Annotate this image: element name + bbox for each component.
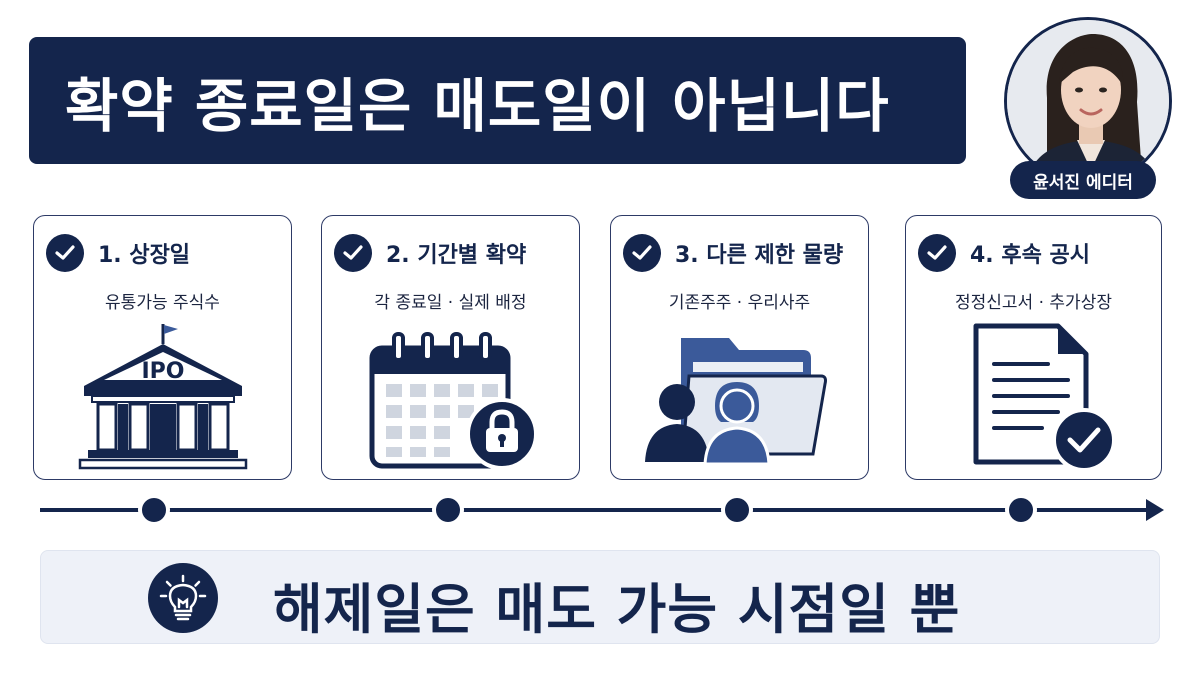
timeline-dot	[432, 494, 464, 526]
editor-profile: 윤서진 에디터	[1004, 17, 1172, 199]
avatar	[1004, 17, 1172, 185]
card-subtitle: 정정신고서 · 추가상장	[955, 293, 1112, 313]
card-subtitle: 유통가능 주식수	[105, 293, 220, 313]
check-icon	[334, 234, 372, 272]
card-title: 1. 상장일	[98, 243, 191, 268]
editor-name-badge: 윤서진 에디터	[1010, 161, 1156, 199]
check-icon	[46, 234, 84, 272]
conclusion-panel: 해제일은 매도 가능 시점일 뿐	[40, 550, 1160, 644]
card-title: 4. 후속 공시	[970, 243, 1090, 268]
arrow-right-icon	[1146, 499, 1164, 521]
lightbulb-icon	[148, 563, 218, 633]
timeline	[40, 494, 1164, 526]
ipo-building-icon: IPO	[78, 322, 248, 476]
page-title: 확약 종료일은 매도일이 아닙니다	[65, 71, 890, 140]
document-check-icon	[970, 322, 1120, 476]
card-header: 3. 다른 제한 물량	[623, 234, 843, 272]
check-icon	[623, 234, 661, 272]
timeline-dot	[1005, 494, 1037, 526]
card-header: 4. 후속 공시	[918, 234, 1090, 272]
card-title: 2. 기간별 확약	[386, 243, 527, 268]
card-subtitle: 각 종료일 · 실제 배정	[374, 293, 527, 313]
step-card-other-restricted: 3. 다른 제한 물량 기존주주 · 우리사주	[610, 215, 869, 480]
check-icon	[918, 234, 956, 272]
timeline-dot	[138, 494, 170, 526]
timeline-dot	[721, 494, 753, 526]
card-header: 1. 상장일	[46, 234, 190, 272]
title-banner: 확약 종료일은 매도일이 아닙니다	[29, 37, 966, 164]
timeline-line	[40, 508, 1150, 512]
calendar-lock-icon	[366, 328, 546, 482]
conclusion-text: 해제일은 매도 가능 시점일 뿐	[273, 578, 961, 641]
ipo-label: IPO	[141, 359, 184, 384]
card-subtitle: 기존주주 · 우리사주	[668, 293, 811, 313]
people-folder-icon	[643, 332, 843, 476]
card-title: 3. 다른 제한 물량	[675, 243, 844, 268]
avatar-portrait-icon	[1007, 20, 1169, 182]
step-card-listing-day: 1. 상장일 유통가능 주식수 IPO	[33, 215, 292, 480]
step-card-lockup-periods: 2. 기간별 확약 각 종료일 · 실제 배정	[321, 215, 580, 480]
card-header: 2. 기간별 확약	[334, 234, 526, 272]
step-card-follow-up-disclosure: 4. 후속 공시 정정신고서 · 추가상장	[905, 215, 1162, 480]
